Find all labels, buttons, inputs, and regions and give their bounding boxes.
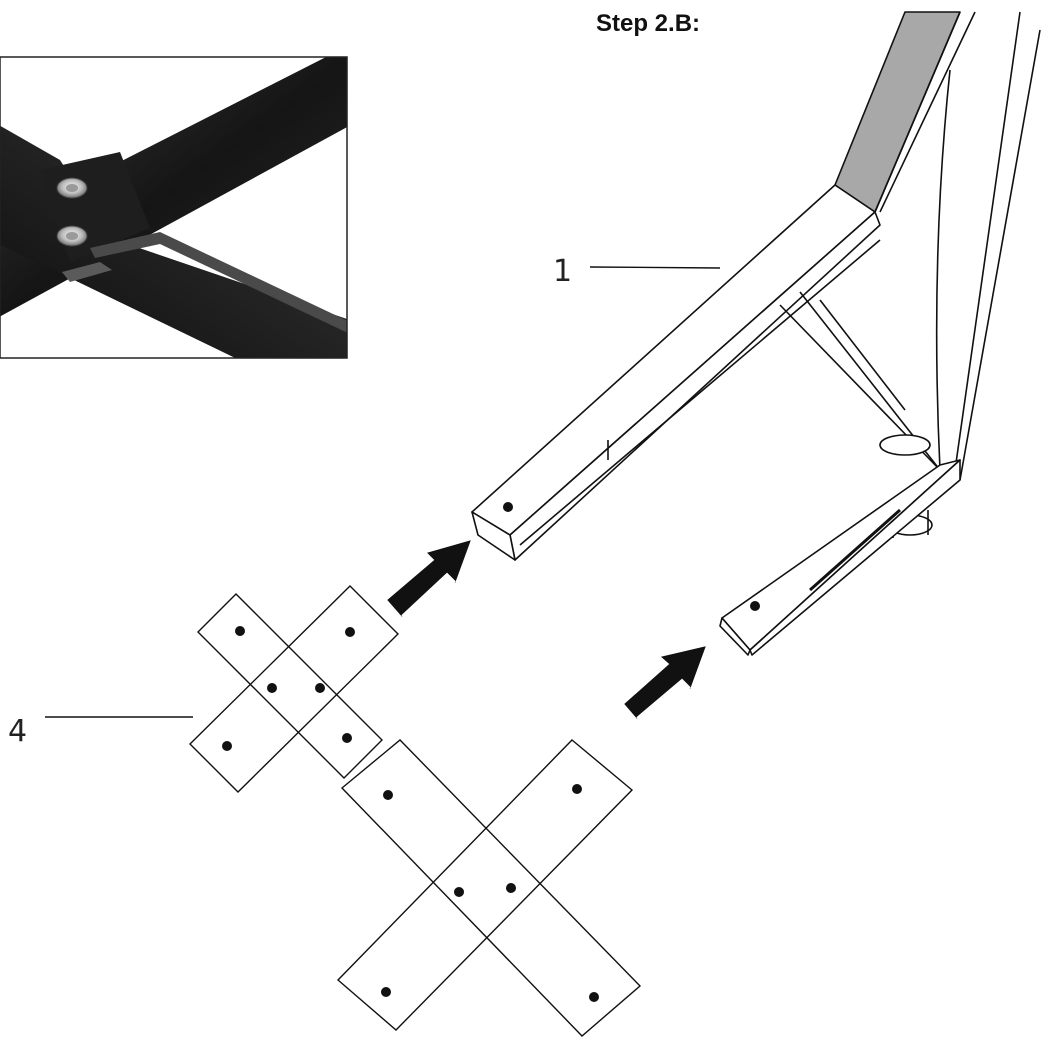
leader-line-1 (589, 266, 721, 269)
bolt-hole-icon (572, 784, 582, 794)
bolt-hole-icon (235, 626, 245, 636)
inset-photo-border (0, 56, 348, 359)
step-title: Step 2.B: (596, 10, 701, 37)
bolt-hole-icon (589, 992, 599, 1002)
frame-upright-back-edge (959, 29, 1041, 481)
bolt-hole-icon (383, 790, 393, 800)
frame-rear-leg-end (719, 617, 751, 656)
cross-plate-small (45, 585, 399, 793)
bolt-hole-icon (222, 741, 232, 751)
bolt-hole-icon (315, 683, 325, 693)
frame-part-1 (471, 11, 1041, 656)
plate-bar (340, 739, 642, 1037)
plate-bar (189, 585, 399, 793)
frame-upright-inner-edge (935, 69, 951, 471)
arrow-highlight (636, 678, 691, 719)
frame-front-leg-top (471, 184, 876, 536)
bolt-hole-icon (503, 502, 513, 512)
cross-plate-large (336, 739, 642, 1037)
arrow-up-right-icon (624, 646, 706, 719)
arrow-highlight (401, 572, 456, 617)
insert-arrow-left (387, 540, 471, 617)
frame-front-leg-underside (519, 239, 881, 546)
bolt-hole-icon (345, 627, 355, 637)
arrow-up-right-icon (387, 540, 471, 617)
frame-rear-leg-top (721, 459, 961, 651)
bolt-hole-icon (454, 887, 464, 897)
photo-lower-bar (0, 125, 347, 358)
bolt-hole-icon (267, 683, 277, 693)
bolt-hole-icon (750, 601, 760, 611)
insert-arrow-right (624, 646, 706, 719)
plate-bar (197, 593, 383, 779)
frame-rear-leg-side (749, 459, 961, 656)
photo-bar-edge-lower (62, 262, 112, 282)
screw-center (66, 232, 78, 240)
inset-photo (0, 56, 348, 359)
foot-pad (879, 434, 931, 456)
frame-upright-edge (874, 11, 961, 213)
bolt-hole-icon (381, 987, 391, 997)
frame-upright-back-edge (954, 11, 1021, 471)
plate-bar (336, 739, 634, 1031)
frame-upright-edge (879, 11, 976, 213)
frame-front-leg-end (471, 511, 516, 561)
callout-frame-number: 1 (553, 254, 573, 289)
bolt-hole-icon (342, 733, 352, 743)
frame-brace (819, 299, 906, 411)
screw-center (66, 184, 78, 192)
frame-rear-leg-shadow (809, 508, 901, 592)
bolt-hole-icon (506, 883, 516, 893)
callout-cross-plate-number: 4 (8, 714, 28, 749)
